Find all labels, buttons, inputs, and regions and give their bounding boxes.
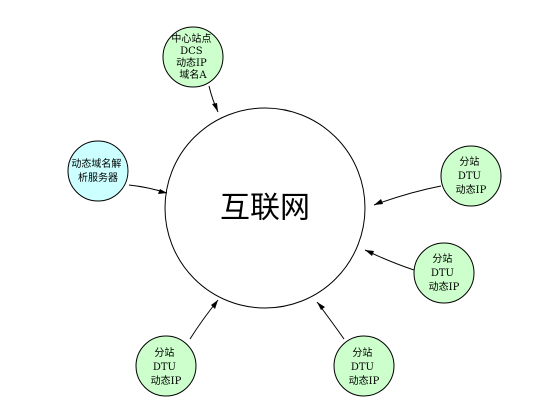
arrow-head (365, 250, 374, 256)
substation-circle (135, 335, 197, 397)
dns-server-label: 动态域名解 析服务器 (71, 157, 124, 184)
substation-right-upper-node: 分站 DTU 动态IP (440, 145, 502, 207)
substation-line-1: 分站 (352, 346, 372, 359)
substation-line-2: DTU (458, 171, 481, 182)
connector-dns-server (128, 184, 168, 194)
central-station-line-3: 动态IP (176, 56, 207, 69)
central-station-circle (162, 26, 224, 88)
substation-label: 分站 DTU 动态IP (151, 346, 182, 387)
substation-label: 分站 DTU 动态IP (456, 155, 487, 196)
dns-server-line-1: 动态域名解 (71, 157, 121, 170)
substation-line-1: 分站 (432, 252, 452, 265)
connectors (128, 85, 442, 340)
central-station-line-4: 域名A (179, 68, 207, 81)
dns-server-circle (67, 140, 129, 202)
substation-bottom-left-node: 分站 DTU 动态IP (135, 335, 197, 397)
connector-line (373, 185, 442, 206)
substation-line-1: 分站 (459, 155, 479, 168)
dns-server-line-2: 析服务器 (78, 171, 118, 184)
substation-line-3: 动态IP (151, 374, 182, 387)
substation-circle (333, 335, 395, 397)
connector-central-station (208, 85, 219, 113)
arrow-head (374, 199, 383, 205)
arrow-head (211, 300, 218, 309)
substation-circle (413, 242, 475, 304)
central-station-label: 中心站点 DCS 动态IP 域名A (171, 32, 214, 81)
arrow-head (158, 189, 167, 194)
substation-label: 分站 DTU 动态IP (349, 346, 380, 387)
connector-substation-right-upper (373, 185, 442, 206)
internet-label: 互联网 (220, 191, 310, 226)
substation-right-lower-node: 分站 DTU 动态IP (413, 242, 475, 304)
substation-line-1: 分站 (154, 346, 174, 359)
connector-substation-right-lower (364, 249, 415, 271)
substation-line-3: 动态IP (349, 374, 380, 387)
substation-line-3: 动态IP (429, 280, 460, 293)
central-station-line-2: DCS (180, 46, 203, 57)
dns-server-node: 动态域名解 析服务器 (67, 140, 129, 202)
substation-line-2: DTU (351, 362, 374, 373)
connector-substation-bottom-left (189, 299, 219, 340)
substation-line-2: DTU (431, 268, 454, 279)
central-station-line-1: 中心站点 (171, 32, 211, 45)
internet-circle (164, 107, 366, 309)
central-station-node: 中心站点 DCS 动态IP 域名A (162, 26, 224, 88)
substation-circle (440, 145, 502, 207)
internet-node: 互联网 (164, 107, 366, 309)
arrow-head (317, 302, 325, 310)
substation-bottom-right-node: 分站 DTU 动态IP (333, 335, 395, 397)
substation-line-2: DTU (153, 362, 176, 373)
substation-label: 分站 DTU 动态IP (429, 252, 460, 293)
substation-line-3: 动态IP (456, 183, 487, 196)
connector-substation-bottom-right (316, 301, 345, 340)
arrow-head (212, 103, 218, 112)
